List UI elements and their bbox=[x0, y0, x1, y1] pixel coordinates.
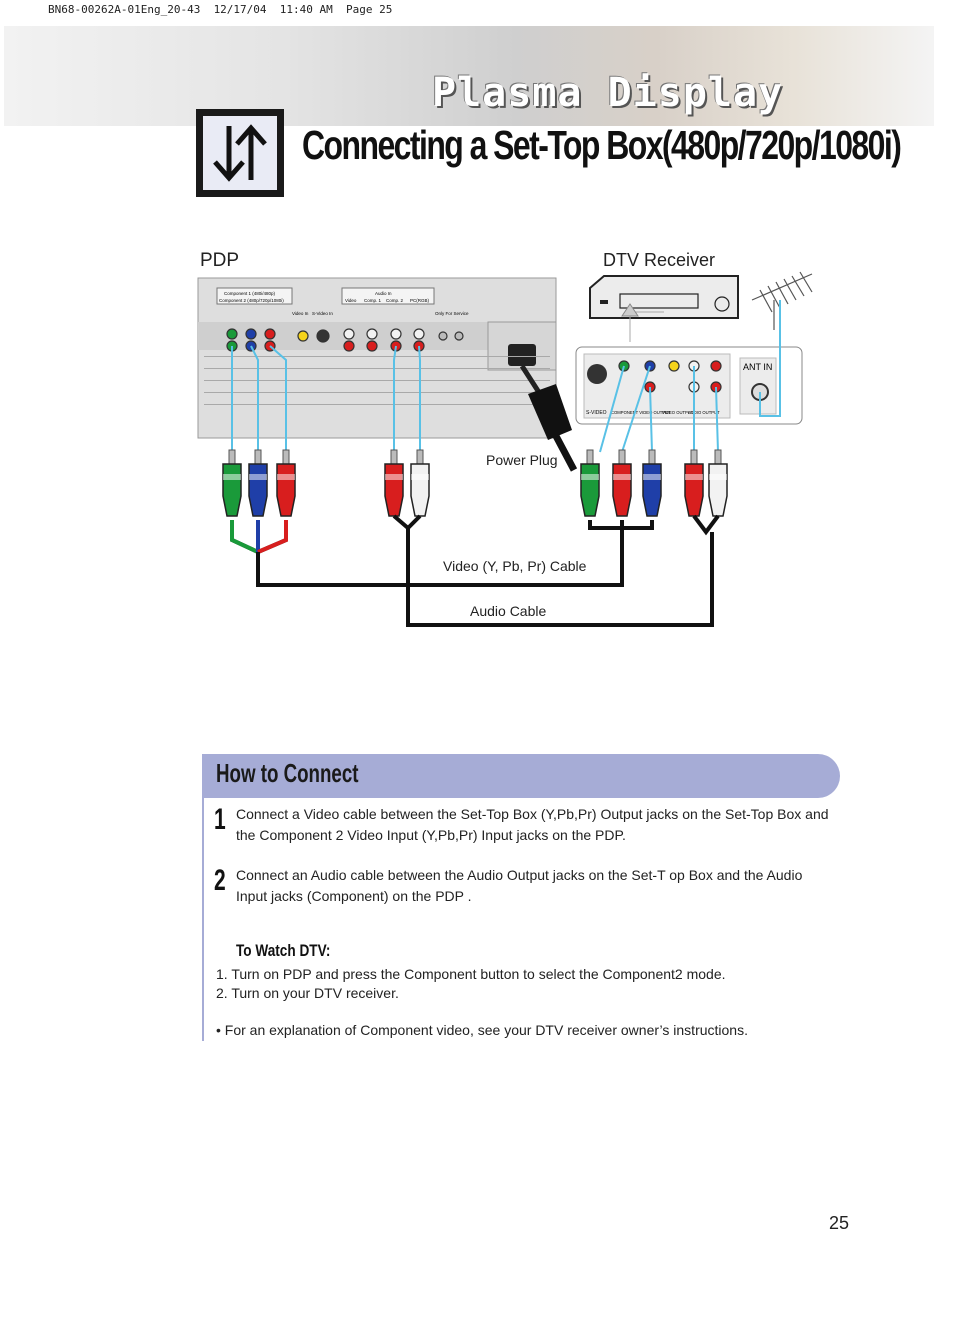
antenna-icon bbox=[751, 271, 813, 330]
step-2-text: Connect an Audio cable between the Audio… bbox=[236, 867, 803, 904]
step-1-number: 1 bbox=[214, 803, 226, 836]
pdp-comp1-short: Comp. 1 bbox=[364, 298, 382, 303]
pdp-service-text: Only For Service bbox=[435, 311, 469, 316]
print-slug: BN68-00262A-01Eng_20-43 12/17/04 11:40 A… bbox=[48, 3, 393, 16]
pdp-audio-r-plug bbox=[384, 449, 404, 517]
banner-title: Plasma Display bbox=[432, 70, 784, 116]
pdp-label: PDP bbox=[200, 250, 240, 271]
header-banner bbox=[4, 26, 934, 126]
dtv-y-plug bbox=[580, 449, 600, 517]
step-1-text: Connect a Video cable between the Set-To… bbox=[236, 806, 829, 843]
dtv-pb-plug bbox=[642, 449, 662, 517]
page-title: Connecting a Set-Top Box(480p/720p/1080i… bbox=[302, 122, 902, 168]
jack-wires bbox=[231, 345, 719, 453]
dtv-receiver-device bbox=[589, 275, 739, 319]
dtv-pr-plug bbox=[612, 449, 632, 517]
pdp-audio-l-plug bbox=[410, 449, 430, 517]
pdp-y-plug bbox=[222, 449, 242, 517]
pdp-svideo-in-text: S-Video In bbox=[312, 311, 333, 316]
pdp-video-in-text: Video In bbox=[292, 311, 309, 316]
component-note: • For an explanation of Component video,… bbox=[216, 1022, 748, 1038]
how-to-connect-header bbox=[202, 754, 840, 798]
dtv-audio-l-plug bbox=[708, 449, 728, 517]
pdp-pr-plug bbox=[276, 449, 296, 517]
dtv-ant-in-text: ANT IN bbox=[743, 362, 772, 372]
audio-cable-label: Audio Cable bbox=[470, 603, 547, 619]
power-plug bbox=[519, 364, 578, 472]
pdp-pb-plug bbox=[248, 449, 268, 517]
pdp-comp1-text: Component 1 (480i/480p) bbox=[224, 291, 276, 296]
watch-item-2: 2. Turn on your DTV receiver. bbox=[216, 985, 399, 1001]
watch-item-1: 1. Turn on PDP and press the Component b… bbox=[216, 966, 726, 982]
dtv-audio-r-plug bbox=[684, 449, 704, 517]
pdp-audio-text: Audio In bbox=[375, 291, 392, 296]
dtv-video-output-text: VIDEO OUTPUT bbox=[662, 410, 694, 415]
section-divider-line bbox=[202, 798, 204, 1041]
pdp-comp2-text: Component 2 (480p/720p/1080i) bbox=[219, 298, 284, 303]
pdp-comp2-short: Comp. 2 bbox=[386, 298, 404, 303]
connection-icon bbox=[203, 116, 277, 190]
step-2-number: 2 bbox=[214, 864, 226, 897]
dtv-output-panel: S-VIDEO COMPONENT VIDEO OUTPUT VIDEO OUT… bbox=[575, 346, 803, 425]
page-number: 25 bbox=[829, 1213, 850, 1233]
power-plug-label: Power Plug bbox=[486, 452, 558, 468]
cables bbox=[230, 514, 720, 627]
how-to-connect-title: How to Connect bbox=[216, 758, 359, 788]
pdp-back-panel: Component 1 (480i/480p) Component 2 (480… bbox=[197, 277, 557, 439]
dtv-svideo-text: S-VIDEO bbox=[586, 410, 607, 416]
pdp-pc-text: PC(RGB) bbox=[410, 298, 430, 303]
pdp-video-text: Video bbox=[345, 298, 357, 303]
connection-diagram: Component 1 (480i/480p) Component 2 (480… bbox=[197, 271, 813, 627]
dtv-audio-output-text: AUDIO OUTPUT bbox=[688, 410, 720, 415]
dtv-receiver-label: DTV Receiver bbox=[603, 250, 716, 270]
dtv-component-text: COMPONENT VIDEO OUTPUT bbox=[611, 410, 671, 415]
watch-dtv-title: To Watch DTV: bbox=[236, 941, 331, 960]
video-cable-label: Video (Y, Pb, Pr) Cable bbox=[443, 558, 587, 574]
